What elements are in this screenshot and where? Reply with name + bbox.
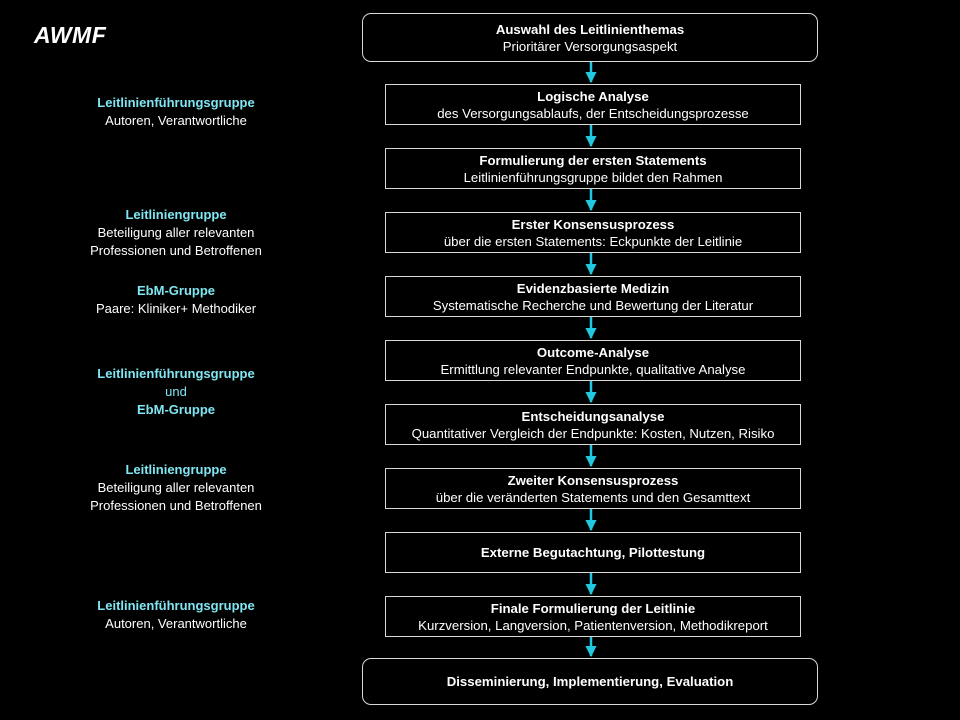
role-description: Autoren, Verantwortliche bbox=[105, 616, 247, 631]
step-title: Zweiter Konsensusprozess bbox=[507, 472, 679, 488]
role-title: Leitliniengruppe bbox=[125, 462, 227, 477]
role-title: Leitlinienführungsgruppe bbox=[97, 95, 255, 110]
step-subtitle: Quantitativer Vergleich der Endpunkte: K… bbox=[411, 425, 775, 441]
role-description: Professionen und Betroffenen bbox=[90, 243, 262, 258]
step-evidence-based-medicine: Evidenzbasierte Medizin Systematische Re… bbox=[385, 276, 801, 317]
role-description: Autoren, Verantwortliche bbox=[105, 113, 247, 128]
step-subtitle: Kurzversion, Langversion, Patientenversi… bbox=[418, 617, 768, 633]
step-first-statements: Formulierung der ersten Statements Leitl… bbox=[385, 148, 801, 189]
step-subtitle: über die veränderten Statements und den … bbox=[435, 489, 751, 505]
role-guideline-steering-group-final: Leitlinienführungsgruppe Autoren, Verant… bbox=[60, 597, 292, 633]
role-title-second: EbM-Gruppe bbox=[137, 402, 215, 417]
role-title: Leitlinienführungsgruppe bbox=[97, 366, 255, 381]
step-first-consensus: Erster Konsensusprozess über die ersten … bbox=[385, 212, 801, 253]
step-subtitle: über die ersten Statements: Eckpunkte de… bbox=[443, 233, 743, 249]
role-title: Leitlinienführungsgruppe bbox=[97, 598, 255, 613]
awmf-logo: AWMF bbox=[34, 22, 107, 48]
role-guideline-group-second: Leitliniengruppe Beteiligung aller relev… bbox=[60, 461, 292, 515]
step-second-consensus: Zweiter Konsensusprozess über die veränd… bbox=[385, 468, 801, 509]
step-subtitle: Leitlinienführungsgruppe bildet den Rahm… bbox=[463, 169, 723, 185]
role-ebm-group: EbM-Gruppe Paare: Kliniker+ Methodiker bbox=[60, 282, 292, 318]
role-steering-and-ebm-group: Leitlinienführungsgruppe und EbM-Gruppe bbox=[60, 365, 292, 419]
step-subtitle: Systematische Recherche und Bewertung de… bbox=[432, 297, 754, 313]
step-title: Disseminierung, Implementierung, Evaluat… bbox=[446, 674, 734, 689]
role-description: Beteiligung aller relevanten bbox=[97, 480, 255, 495]
step-title: Erster Konsensusprozess bbox=[511, 216, 675, 232]
role-title: Leitliniengruppe bbox=[125, 207, 227, 222]
step-title: Outcome-Analyse bbox=[536, 344, 650, 360]
step-title: Logische Analyse bbox=[537, 88, 649, 104]
step-external-review: Externe Begutachtung, Pilottestung bbox=[385, 532, 801, 573]
step-dissemination: Disseminierung, Implementierung, Evaluat… bbox=[362, 658, 818, 705]
step-title: Formulierung der ersten Statements bbox=[479, 152, 707, 168]
step-subtitle: des Versorgungsablaufs, der Entscheidung… bbox=[437, 105, 749, 121]
role-connector: und bbox=[165, 384, 187, 399]
step-title: Externe Begutachtung, Pilottestung bbox=[480, 545, 706, 560]
role-title: EbM-Gruppe bbox=[137, 283, 215, 298]
step-topic-selection: Auswahl des Leitlinienthemas Prioritärer… bbox=[362, 13, 818, 62]
role-guideline-group: Leitliniengruppe Beteiligung aller relev… bbox=[60, 206, 292, 260]
step-title: Auswahl des Leitlinienthemas bbox=[495, 21, 685, 37]
step-logical-analysis: Logische Analyse des Versorgungsablaufs,… bbox=[385, 84, 801, 125]
step-final-formulation: Finale Formulierung der Leitlinie Kurzve… bbox=[385, 596, 801, 637]
step-title: Finale Formulierung der Leitlinie bbox=[490, 600, 696, 616]
role-guideline-steering-group: Leitlinienführungsgruppe Autoren, Verant… bbox=[60, 94, 292, 130]
role-description: Beteiligung aller relevanten bbox=[97, 225, 255, 240]
step-subtitle: Ermittlung relevanter Endpunkte, qualita… bbox=[440, 361, 746, 377]
role-description: Paare: Kliniker+ Methodiker bbox=[95, 301, 257, 316]
step-outcome-analysis: Outcome-Analyse Ermittlung relevanter En… bbox=[385, 340, 801, 381]
step-subtitle: Prioritärer Versorgungsaspekt bbox=[502, 38, 678, 54]
step-title: Entscheidungsanalyse bbox=[521, 408, 665, 424]
step-decision-analysis: Entscheidungsanalyse Quantitativer Vergl… bbox=[385, 404, 801, 445]
role-description: Professionen und Betroffenen bbox=[90, 498, 262, 513]
step-title: Evidenzbasierte Medizin bbox=[516, 280, 670, 296]
